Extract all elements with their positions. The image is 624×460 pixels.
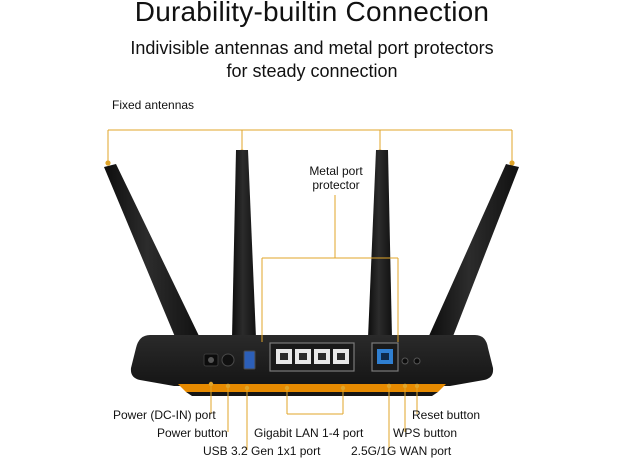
router-accent-strip: [178, 384, 446, 392]
wan-metal-protector: [371, 342, 399, 372]
page-title: Durability-builtin Connection: [134, 0, 490, 27]
label-reset-button: Reset button: [412, 408, 481, 422]
label-usb-port: USB 3.2 Gen 1x1 port: [203, 444, 321, 458]
label-power-dc-in-port: Power (DC-IN) port: [113, 408, 216, 422]
port-callout-dots: [208, 381, 420, 391]
reset-button-shape: [413, 357, 421, 365]
port-panel: [203, 342, 421, 372]
port-callout-lines: [210, 384, 418, 450]
label-metal-port-protector: Metal port protector: [296, 164, 376, 192]
label-power-button: Power button: [157, 426, 228, 440]
fixed-antennas-callout: [107, 129, 513, 163]
usb-port-shape: [243, 350, 256, 370]
antenna-left-inner: [232, 150, 256, 338]
wps-button-shape: [401, 357, 409, 365]
label-metal-port-protector-line-1: Metal port: [309, 164, 363, 178]
antenna-right-outer: [428, 164, 519, 344]
page-subtitle: Indivisible antennas and metal port prot…: [0, 37, 624, 83]
label-gigabit-lan-port: Gigabit LAN 1-4 port: [254, 426, 364, 440]
subtitle-line-1: Indivisible antennas and metal port prot…: [130, 38, 494, 58]
label-metal-port-protector-line-2: protector: [312, 178, 360, 192]
label-wps-button: WPS button: [393, 426, 458, 440]
subtitle-line-2: for steady connection: [226, 61, 398, 81]
antenna-right-inner: [368, 150, 392, 338]
label-wan-port: 2.5G/1G WAN port: [351, 444, 452, 458]
power-button-shape: [221, 353, 235, 367]
metal-port-protector-callout: [261, 195, 399, 342]
antenna-left-outer: [104, 164, 200, 344]
label-fixed-antennas: Fixed antennas: [112, 98, 195, 112]
